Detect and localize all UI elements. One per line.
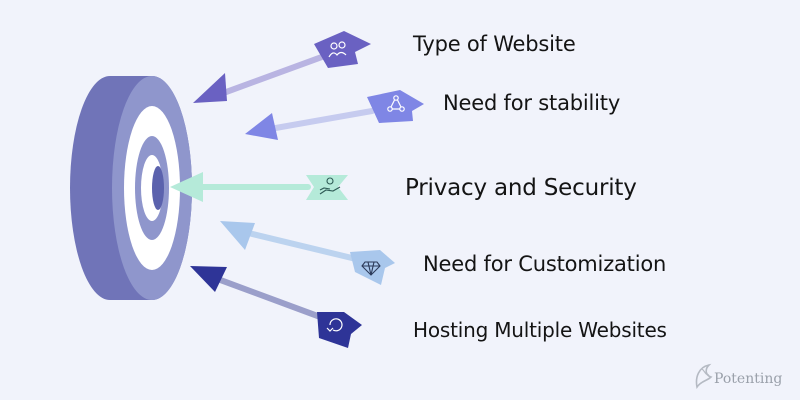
target-board-icon [70,76,192,300]
label-hosting-multiple-websites: Hosting Multiple Websites [413,318,667,342]
arrow-type-of-website [193,31,371,103]
refresh-icon [326,318,343,332]
arrow-hosting-multiple-websites [190,266,362,348]
hand-coin-icon [319,177,341,195]
diamond-icon [361,261,381,276]
network-icon [387,95,405,112]
label-need-for-customization: Need for Customization [423,252,667,276]
arrow-need-for-stability [245,90,424,140]
label-privacy-and-security: Privacy and Security [405,175,637,201]
potenting-logo-icon [695,363,713,389]
people-icon [328,41,347,58]
label-need-for-stability: Need for stability [443,91,621,115]
arrow-privacy-and-security [170,172,348,202]
label-type-of-website: Type of Website [413,32,576,56]
brand-name: Potenting [714,371,783,387]
arrow-need-for-customization [220,221,395,285]
